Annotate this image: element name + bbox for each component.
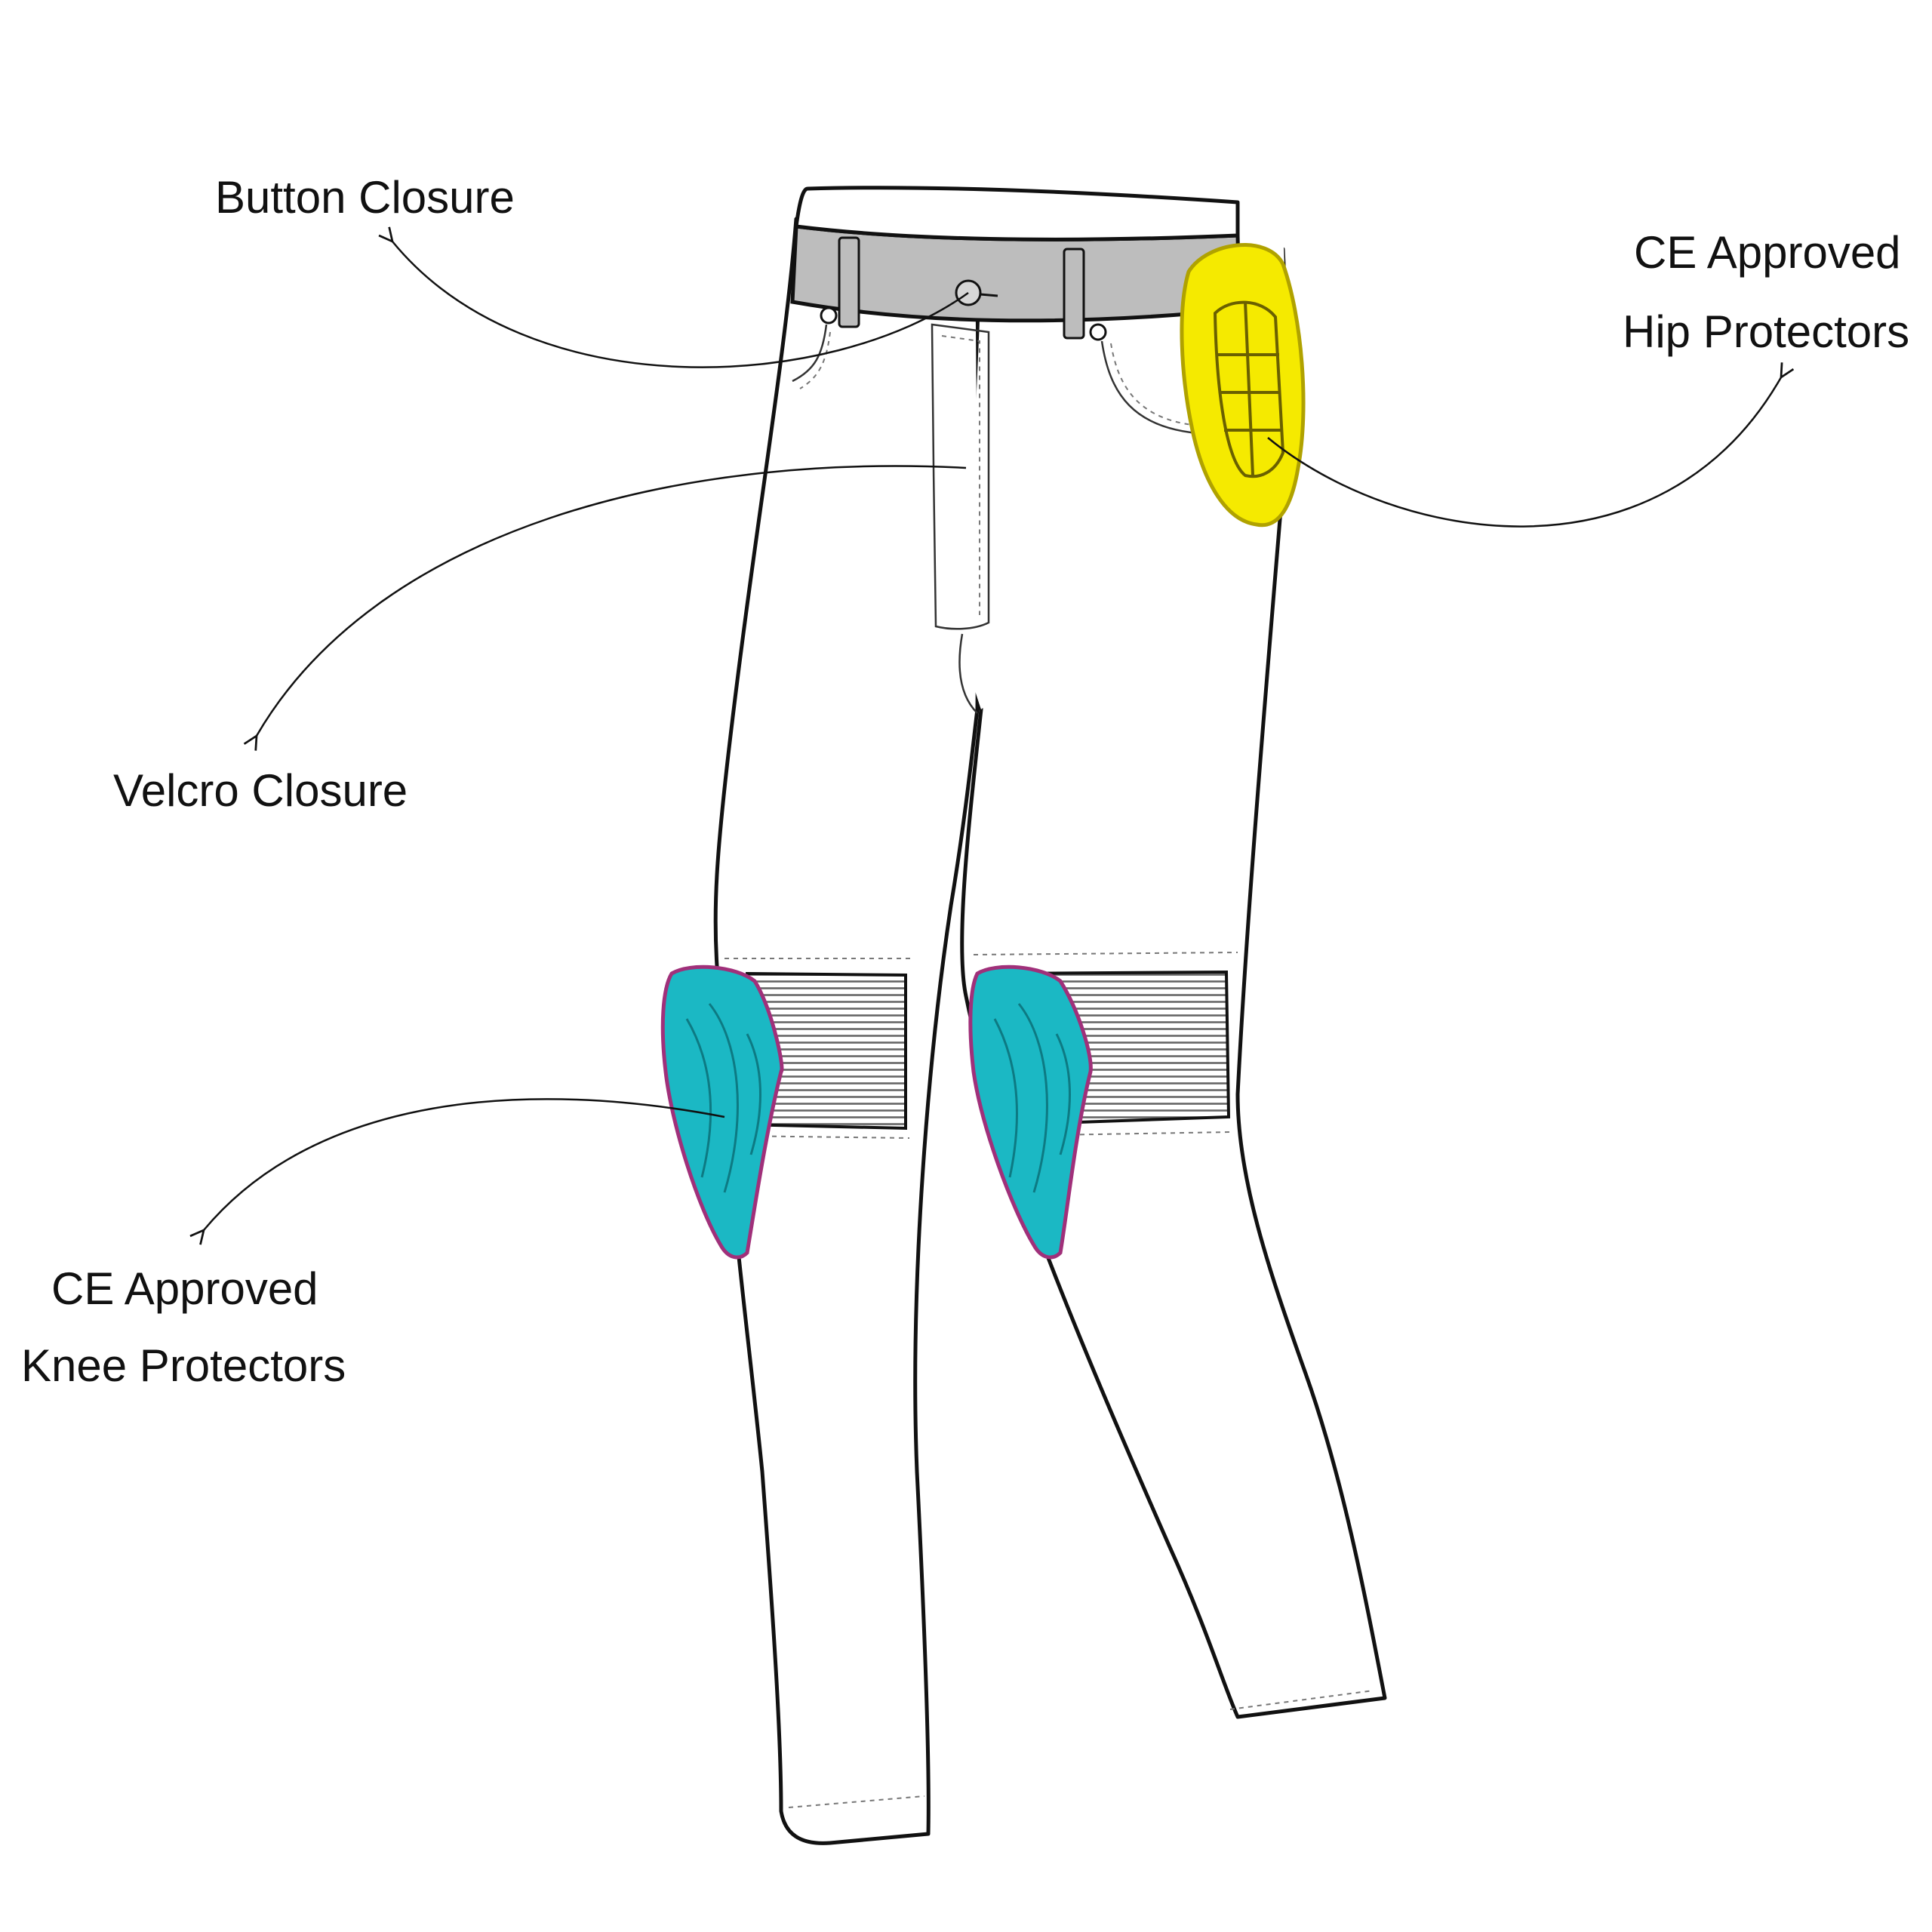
left-knee-protector: [660, 964, 784, 1260]
velcro-closure-leader: [257, 465, 967, 736]
hip-protector-leader: [1267, 377, 1781, 528]
knee-protector-leader: [204, 1098, 725, 1230]
knee-protector-label-line2: Knee Protectors: [21, 1340, 346, 1391]
belt-loop: [1063, 248, 1085, 340]
belt-loop: [838, 236, 860, 328]
knee-protector-label-line1: CE Approved: [51, 1263, 318, 1314]
leader-lines: [204, 242, 1781, 1230]
button-closure-label: Button Closure: [215, 172, 515, 223]
pants-illustration: [660, 186, 1387, 1845]
velcro-closure-label: Velcro Closure: [113, 765, 408, 816]
hip-protector: [1180, 243, 1306, 528]
pants-top: [796, 226, 1286, 709]
button-closure-leader: [392, 242, 969, 368]
hip-protector-label-line2: Hip Protectors: [1623, 306, 1909, 357]
fly-panel: [931, 323, 990, 630]
right-knee-protector: [968, 964, 1093, 1260]
hip-protector-label-line1: CE Approved: [1634, 227, 1901, 278]
